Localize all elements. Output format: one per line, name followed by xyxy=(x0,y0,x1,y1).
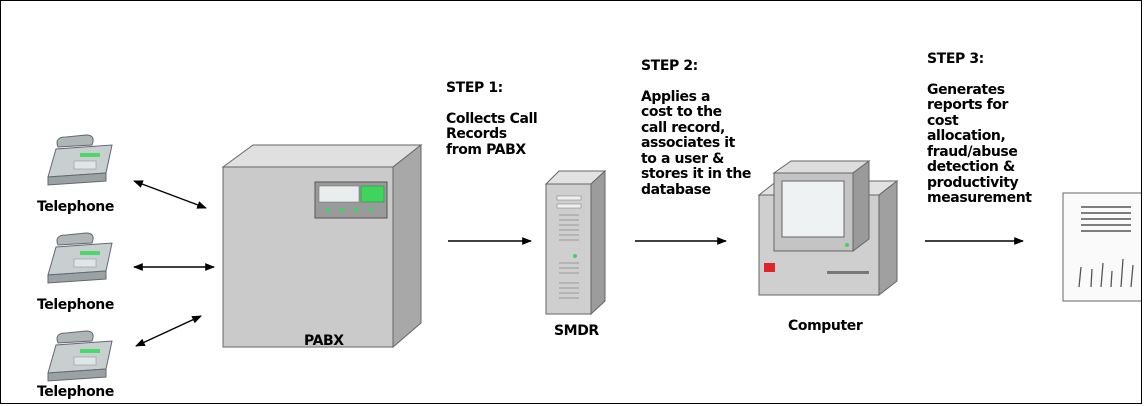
telephone-label: Telephone xyxy=(37,297,114,313)
smdr-label: SMDR xyxy=(554,323,599,339)
computer-icon xyxy=(757,160,899,297)
telephone-pabx-link xyxy=(133,180,207,209)
report-document-icon xyxy=(1062,192,1141,302)
step-3-description: Generates reports for cost allocation, f… xyxy=(927,81,1032,206)
step-2-description: Applies a cost to the call record, assoc… xyxy=(641,88,752,198)
step-1-description: Collects Call Records from PABX xyxy=(446,110,538,158)
telephone-label: Telephone xyxy=(37,199,114,215)
telephone-icon xyxy=(47,330,113,382)
step-3-title: STEP 3: xyxy=(927,50,984,67)
smdr-server-icon xyxy=(544,169,607,316)
step-3-text: STEP 3: Generates reports for cost alloc… xyxy=(927,36,1032,222)
telephone-label: Telephone xyxy=(37,384,114,400)
step-1-title: STEP 1: xyxy=(446,79,503,96)
pabx-label: PABX xyxy=(304,333,344,349)
step-1-text: STEP 1: Collects Call Records from PABX xyxy=(446,65,538,174)
computer-label: Computer xyxy=(788,318,863,334)
step-2-text: STEP 2: Applies a cost to the call recor… xyxy=(641,43,751,214)
telephone-icon xyxy=(47,134,113,186)
step-2-title: STEP 2: xyxy=(641,57,698,74)
pabx-cabinet-icon xyxy=(221,143,423,349)
telephone-pabx-link xyxy=(135,315,202,347)
telephone-icon xyxy=(47,232,113,284)
